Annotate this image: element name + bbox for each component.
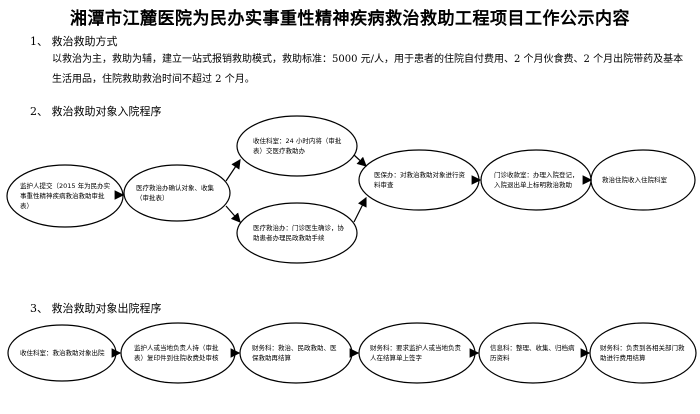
- admission-node-2-shape: [123, 164, 231, 222]
- admission-step-5: 医保办：对救治救助对象进行资料审查: [374, 171, 465, 189]
- admission-step-1: 监护人提交（2015 年为民办实事重性精神疾病救治救助审批表）: [20, 182, 111, 210]
- discharge-step-6: 财务科：负责到各相关部门救助进行费用结算: [600, 344, 685, 362]
- discharge-step-2: 监护人或当地负责人持（审批表）复印件到住院收费处审核: [134, 344, 219, 362]
- admission-step-2: 医疗救治办确认对象、收集（审批表）: [136, 184, 214, 202]
- admission-arrow-2: [225, 159, 241, 182]
- admission-step-3: 收住科室：24 小时内将（审批表）交医疗救助办: [253, 137, 342, 155]
- section2-heading: 2、 救治救助对象入院程序: [30, 105, 162, 118]
- page-title: 湘潭市江麓医院为民办实事重性精神疾病救治救助工程项目工作公示内容: [70, 9, 630, 29]
- discharge-step-5: 信息科：整理、收集、归档病历资料: [490, 344, 575, 362]
- admission-arrow-5: [353, 196, 367, 223]
- admission-node-1-shape: [6, 164, 124, 228]
- admission-arrow-3: [225, 205, 241, 223]
- section1-body-line1: 以救治为主，救助为辅，建立一站式报销救助模式，救助标准：5000 元/人，用于患…: [52, 54, 684, 65]
- section3-heading: 3、 救治救助对象出院程序: [30, 302, 162, 315]
- discharge-step-4: 财务科：要求监护人或当地负责人在结算单上签字: [370, 344, 461, 362]
- discharge-step-1: 收住科室：救治救助对象出院: [20, 349, 105, 357]
- admission-node-4-shape: [236, 202, 358, 264]
- admission-step-7: 救治住院收入住院科室: [602, 176, 667, 184]
- admission-node-3-shape: [236, 115, 358, 177]
- section1-body-line2: 生活用品，住院救助救治时间不超过 2 个月。: [52, 74, 255, 85]
- discharge-step-3: 财务科：救治、民政救助、医保救助再结算: [252, 344, 337, 362]
- admission-arrow-4: [353, 154, 367, 167]
- admission-node-7-shape: [590, 149, 696, 211]
- section1-heading: 1、 救治救助方式: [30, 35, 118, 48]
- admission-step-4: 医疗救治办：门诊医生确诊，协助患者办理民政救助手续: [253, 224, 344, 242]
- admission-step-6: 门诊收款室：办理入院登记，入院退出单上标明救治救助: [494, 171, 579, 189]
